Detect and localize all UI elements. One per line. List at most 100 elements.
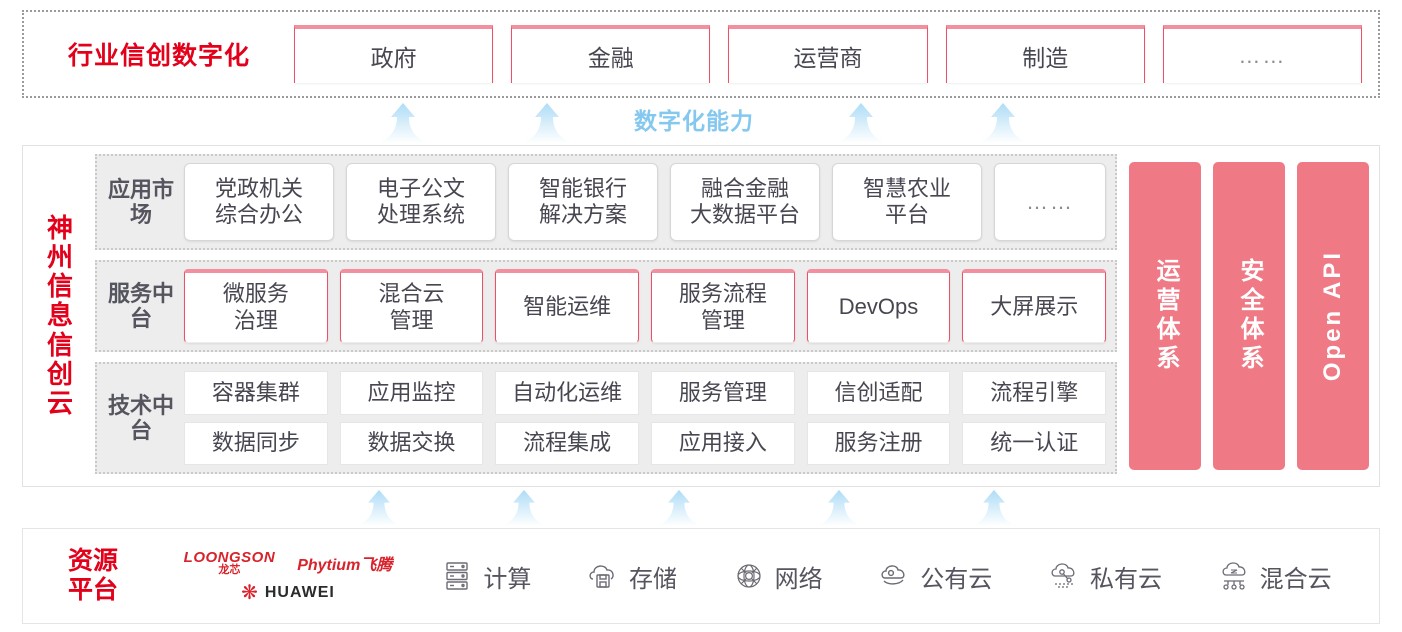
pillar-group: 运营体系 安全体系 Open API: [1127, 154, 1369, 478]
industry-box-finance[interactable]: 金融: [511, 25, 711, 83]
technology-platform-items: 容器集群 应用监控 自动化运维 服务管理 信创适配 流程引擎 数据同步 数据交换…: [184, 371, 1107, 465]
pillar-open-api[interactable]: Open API: [1297, 162, 1369, 470]
resource-arrow-band: [22, 487, 1380, 527]
vendor-logo-row-1: LOONGSON 龙芯 Phytium飞腾: [184, 550, 393, 576]
svc-card-service-process-mgmt[interactable]: 服务流程 管理: [651, 269, 795, 343]
storage-cloud-icon: [586, 559, 620, 593]
tech-card-unified-auth[interactable]: 统一认证: [962, 421, 1107, 465]
huawei-flower-icon: ❋: [241, 581, 258, 604]
tech-card-data-sync[interactable]: 数据同步: [184, 421, 328, 465]
industry-box-more[interactable]: ……: [1162, 25, 1363, 83]
layer-technology-platform: 技术中台 容器集群 应用监控 自动化运维 服务管理 信创适配 流程引擎 数据同步: [95, 362, 1117, 474]
layer-stack: 应用市场 党政机关 综合办公 电子公文 处理系统 智能银行 解决方案 融合金融 …: [95, 154, 1117, 478]
huawei-logo-text: HUAWEI: [264, 583, 335, 601]
card-label: 微服务 治理: [222, 281, 289, 333]
resource-panel-title: 资源 平台: [23, 547, 163, 605]
card-label: ……: [1026, 188, 1074, 214]
layer-label-application-market: 应用市场: [107, 176, 174, 227]
up-arrow-icon: [497, 489, 551, 527]
app-card-smart-agriculture[interactable]: 智慧农业 平台: [832, 163, 982, 241]
tech-card-xinchuang-adaptation[interactable]: 信创适配: [806, 371, 951, 415]
resource-item-public-cloud[interactable]: 公有云: [877, 559, 992, 594]
tech-card-service-registry[interactable]: 服务注册: [806, 421, 951, 465]
layer-label-service-platform: 服务中台: [107, 280, 174, 331]
pillar-security-system[interactable]: 安全体系: [1213, 162, 1285, 470]
card-label: 服务注册: [834, 430, 923, 456]
up-arrow-icon: [832, 102, 890, 144]
vendor-logo-group: LOONGSON 龙芯 Phytium飞腾 ❋ HUAWEI: [163, 550, 413, 603]
card-label: 信创适配: [834, 379, 923, 405]
svc-card-microservice-governance[interactable]: 微服务 治理: [184, 269, 328, 343]
svc-card-smart-ops[interactable]: 智能运维: [495, 269, 640, 343]
card-label: 应用接入: [678, 430, 767, 456]
industry-box-government[interactable]: 政府: [294, 25, 494, 83]
resource-item-private-cloud[interactable]: 私有云: [1047, 559, 1162, 594]
capability-label: 数字化能力: [634, 108, 754, 134]
pillar-operations-system[interactable]: 运营体系: [1129, 162, 1201, 470]
resource-item-label: 私有云: [1089, 565, 1162, 593]
resource-item-network[interactable]: 网络: [732, 559, 823, 594]
resource-item-label: 存储: [628, 565, 677, 593]
card-label: 党政机关 综合办公: [214, 175, 303, 227]
card-label: 大屏展示: [990, 294, 1079, 320]
card-label: 数据同步: [211, 430, 300, 456]
public-cloud-icon: [877, 559, 911, 593]
card-label: 流程引擎: [990, 379, 1079, 405]
application-market-items: 党政机关 综合办公 电子公文 处理系统 智能银行 解决方案 融合金融 大数据平台…: [184, 163, 1106, 241]
cloud-title-c1: 神: [46, 213, 73, 244]
cloud-title-c6: 创: [46, 358, 73, 389]
card-label: 电子公文 处理系统: [376, 175, 465, 227]
svc-card-hybrid-cloud-mgmt[interactable]: 混合云 管理: [339, 269, 484, 343]
huawei-logo: ❋ HUAWEI: [241, 583, 335, 603]
server-icon: [440, 559, 474, 593]
resource-item-storage[interactable]: 存储: [586, 559, 677, 594]
up-arrow-icon: [352, 489, 406, 527]
resource-item-compute[interactable]: 计算: [440, 559, 531, 594]
tech-card-container-cluster[interactable]: 容器集群: [184, 371, 328, 415]
card-label: 数据交换: [367, 430, 456, 456]
industry-band: 行业信创数字化 政府 金融 运营商 制造 ……: [22, 10, 1380, 98]
tech-card-process-integration[interactable]: 流程集成: [495, 421, 640, 465]
card-label: 混合云 管理: [378, 281, 445, 333]
cloud-title-c3: 信: [46, 271, 73, 302]
up-arrow-icon: [974, 102, 1032, 144]
resource-panel: 资源 平台 LOONGSON 龙芯 Phytium飞腾 ❋ HUAWEI: [22, 528, 1380, 624]
tech-card-app-monitoring[interactable]: 应用监控: [339, 371, 484, 415]
loongson-logo-text: LOONGSON: [183, 548, 276, 566]
up-arrow-icon: [374, 102, 432, 144]
tech-card-service-mgmt[interactable]: 服务管理: [651, 371, 795, 415]
up-arrow-icon: [518, 102, 576, 144]
resource-item-label: 公有云: [920, 565, 993, 593]
svc-card-devops[interactable]: DevOps: [806, 269, 951, 343]
card-label: 流程集成: [523, 430, 612, 456]
card-label: 自动化运维: [512, 379, 623, 405]
svc-card-dashboard[interactable]: 大屏展示: [962, 269, 1107, 343]
industry-box-manufacturing[interactable]: 制造: [945, 25, 1145, 83]
resource-item-list: 计算 存储: [413, 559, 1379, 594]
resource-item-label: 计算: [483, 565, 532, 593]
tech-card-data-exchange[interactable]: 数据交换: [339, 421, 484, 465]
tech-card-process-engine[interactable]: 流程引擎: [962, 371, 1107, 415]
cloud-panel-title: 神 州 信 息 信 创 云: [23, 146, 91, 486]
card-label: 智能运维: [523, 294, 612, 320]
resource-item-hybrid-cloud[interactable]: 混合云: [1217, 559, 1332, 594]
card-label: 融合金融 大数据平台: [689, 175, 800, 227]
app-card-edoc-system[interactable]: 电子公文 处理系统: [346, 163, 496, 241]
app-card-smart-bank[interactable]: 智能银行 解决方案: [508, 163, 658, 241]
tech-card-app-access[interactable]: 应用接入: [651, 421, 795, 465]
resource-item-label: 混合云: [1259, 565, 1332, 593]
up-arrow-icon: [967, 489, 1021, 527]
pillar-label: 安全体系: [1236, 258, 1263, 374]
network-mesh-icon: [732, 559, 766, 593]
app-card-more[interactable]: ……: [994, 163, 1106, 241]
cloud-title-c7: 云: [46, 387, 73, 418]
up-arrow-icon: [652, 489, 706, 527]
tech-row-1: 容器集群 应用监控 自动化运维 服务管理 信创适配 流程引擎: [184, 371, 1107, 415]
tech-card-automated-ops[interactable]: 自动化运维: [495, 371, 640, 415]
industry-box-operator[interactable]: 运营商: [728, 25, 928, 83]
app-card-government-office[interactable]: 党政机关 综合办公: [184, 163, 334, 241]
card-label: 智能银行 解决方案: [538, 175, 627, 227]
app-card-finance-bigdata[interactable]: 融合金融 大数据平台: [670, 163, 820, 241]
layer-service-platform: 服务中台 微服务 治理 混合云 管理 智能运维 服务流程 管理 DevOps 大…: [95, 260, 1117, 352]
